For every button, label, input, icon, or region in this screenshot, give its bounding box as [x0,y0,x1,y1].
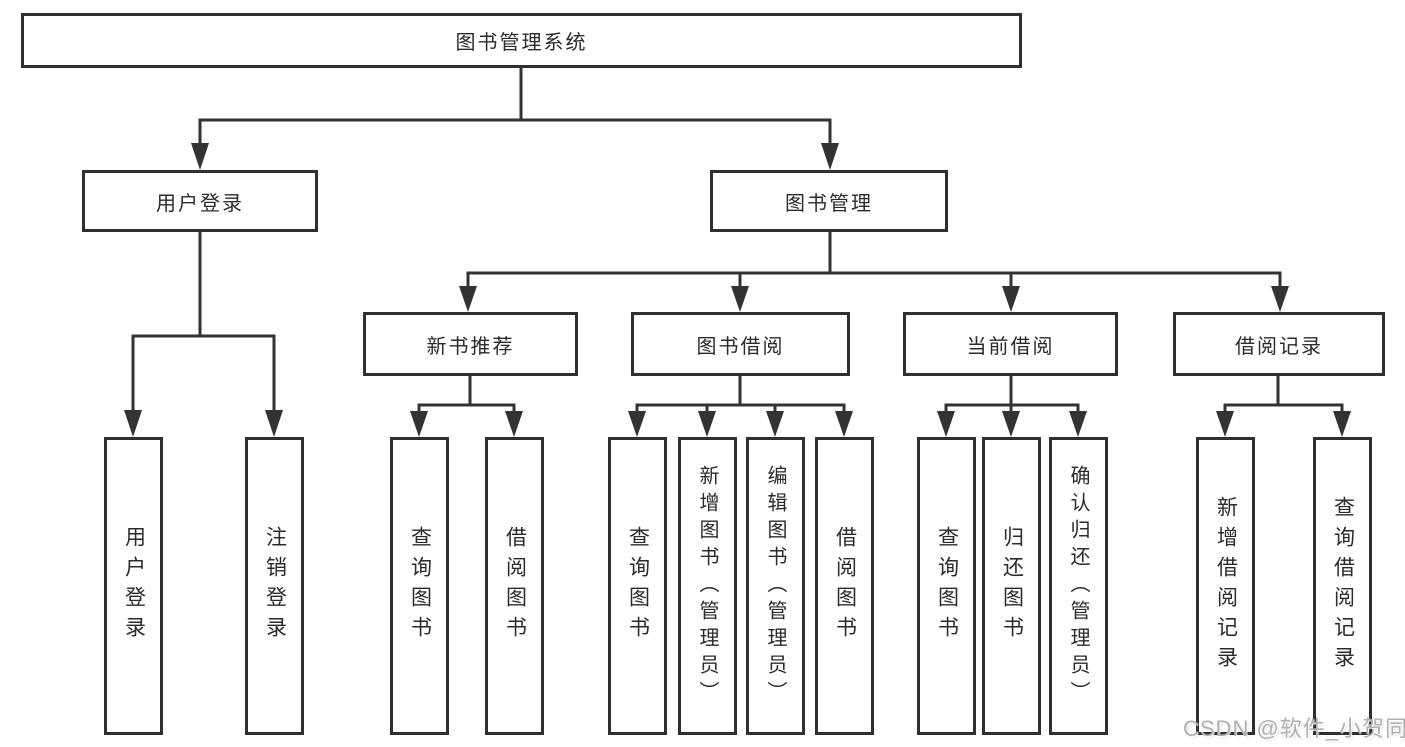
leaf-borrowing-query-books-label: 查询图书 [626,526,650,646]
arrow-down-icon [191,143,209,170]
leaf-borrowing-add-books-admin-label: 新增图书（管理员） [696,464,718,708]
leaf-recommend-query-books: 查询图书 [390,437,449,735]
leaf-borrowing-edit-books-admin-label: 编辑图书（管理员） [764,464,786,708]
leaf-user-login-label: 用户登录 [122,526,146,646]
leaf-current-confirm-return-admin-label: 确认归还（管理员） [1067,464,1089,708]
node-new-book-recommend-label: 新书推荐 [426,335,515,358]
arrow-down-icon [1216,411,1234,437]
leaf-records-query-record-label: 查询借阅记录 [1331,496,1355,676]
leaf-current-return-books-label: 归还图书 [1000,526,1024,646]
leaf-records-query-record: 查询借阅记录 [1313,437,1372,735]
node-root-label: 图书管理系统 [455,32,588,54]
leaf-current-confirm-return-admin: 确认归还（管理员） [1049,437,1108,735]
leaf-borrowing-borrow-books: 借阅图书 [815,437,874,735]
node-book-borrowing-label: 图书借阅 [696,335,785,358]
leaf-borrowing-edit-books-admin: 编辑图书（管理员） [746,437,805,735]
leaf-borrowing-borrow-books-label: 借阅图书 [833,526,857,646]
arrow-down-icon [459,286,477,312]
node-book-borrowing: 图书借阅 [631,312,850,376]
arrow-down-icon [1333,411,1351,437]
node-current-borrowing: 当前借阅 [903,312,1118,376]
arrow-down-icon [835,411,853,437]
arrow-down-icon [766,411,784,437]
leaf-logout-label: 注销登录 [263,526,287,646]
node-root: 图书管理系统 [21,13,1022,68]
leaf-borrowing-query-books: 查询图书 [608,437,667,735]
leaf-recommend-borrow-books: 借阅图书 [485,437,544,735]
node-borrowing-records-label: 借阅记录 [1235,335,1323,358]
leaf-user-login: 用户登录 [104,437,163,735]
arrow-down-icon [410,411,428,437]
arrow-down-icon [505,411,523,437]
arrow-down-icon [628,411,646,437]
arrow-down-icon [821,143,839,170]
leaf-recommend-borrow-books-label: 借阅图书 [503,526,527,646]
arrow-down-icon [698,411,716,437]
node-new-book-recommend: 新书推荐 [363,312,578,376]
node-book-management-label: 图书管理 [785,192,873,215]
node-user-login: 用户登录 [82,170,318,232]
leaf-borrowing-add-books-admin: 新增图书（管理员） [678,437,737,735]
arrow-down-icon [1271,286,1289,312]
arrow-down-icon [937,411,955,437]
leaf-records-add-record-label: 新增借阅记录 [1214,496,1238,676]
arrow-down-icon [1002,411,1020,437]
arrow-down-icon [1069,411,1087,437]
csdn-watermark: CSDN @软件_小贺同学 [1183,716,1405,741]
leaf-current-query-books-label: 查询图书 [935,526,959,646]
arrow-down-icon [265,410,283,437]
leaf-logout: 注销登录 [245,437,304,735]
node-user-login-label: 用户登录 [156,192,244,215]
leaf-current-return-books: 归还图书 [982,437,1041,735]
node-borrowing-records: 借阅记录 [1173,312,1385,376]
node-book-management: 图书管理 [710,170,948,232]
node-current-borrowing-label: 当前借阅 [966,335,1055,358]
arrow-down-icon [1002,286,1020,312]
arrow-down-icon [124,410,142,437]
leaf-recommend-query-books-label: 查询图书 [408,526,432,646]
leaf-current-query-books: 查询图书 [917,437,976,735]
arrow-down-icon [731,286,749,312]
leaf-records-add-record: 新增借阅记录 [1196,437,1255,735]
